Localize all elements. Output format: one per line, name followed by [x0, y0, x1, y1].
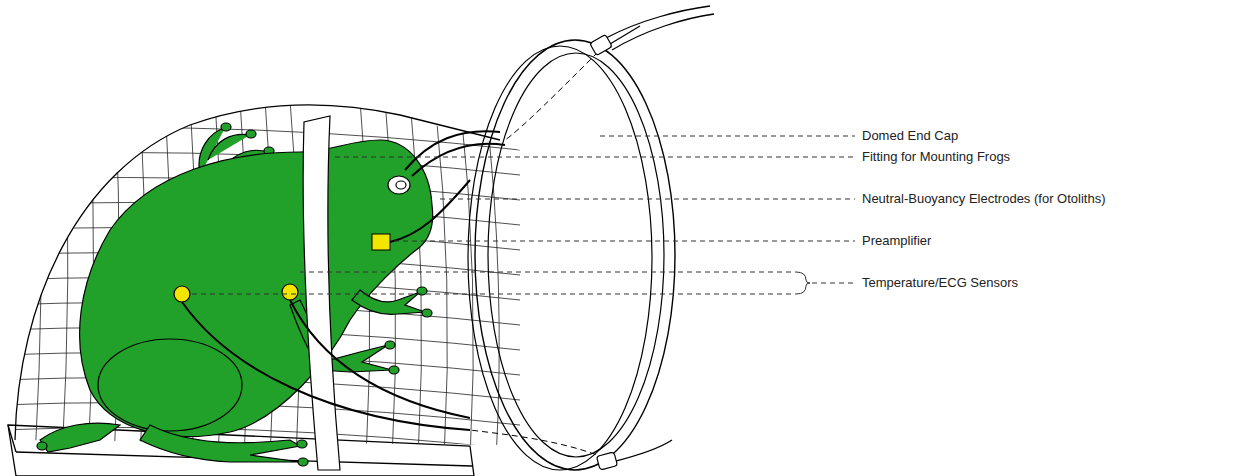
part-label: Neutral-Buoyancy Electrodes (for Otolith… — [862, 191, 1105, 207]
part-label: Temperature/ECG Sensors — [862, 275, 1018, 291]
domed-end-cap — [475, 40, 675, 470]
part-label: Preamplifier — [862, 233, 931, 249]
band-ring — [303, 116, 340, 470]
preamplifier-chip — [372, 234, 390, 250]
part-label: Domed End Cap — [862, 128, 958, 144]
sensor-pad — [282, 284, 298, 300]
frog-eye — [388, 176, 410, 194]
end-ring-back — [468, 46, 652, 470]
fitting — [596, 452, 617, 470]
tubes — [606, 6, 714, 462]
wires — [182, 131, 505, 430]
leader-lines — [192, 136, 855, 294]
part-label: Fitting for Mounting Frogs — [862, 149, 1010, 165]
fitting — [590, 34, 613, 55]
sensor-pad — [174, 286, 190, 302]
mesh-net — [0, 100, 520, 460]
